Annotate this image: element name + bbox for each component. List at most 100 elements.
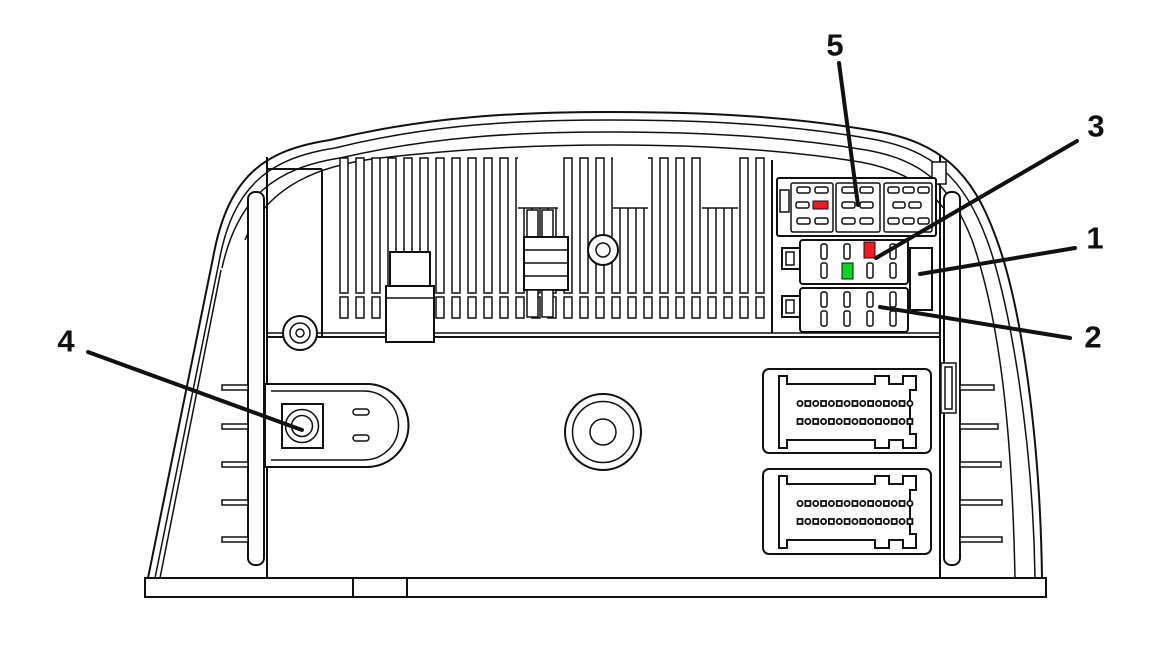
multipin-pin bbox=[820, 417, 828, 425]
block-cell-3 bbox=[883, 182, 933, 233]
multipin-pin bbox=[890, 499, 898, 507]
pin bbox=[959, 461, 1002, 468]
multipin-pin bbox=[890, 518, 898, 525]
multipin-pins bbox=[796, 399, 914, 425]
multipin-pin bbox=[851, 400, 859, 407]
multipin-pin bbox=[875, 499, 883, 507]
hub-inner bbox=[589, 418, 617, 446]
block-cell-2 bbox=[835, 182, 881, 233]
slot bbox=[796, 217, 811, 225]
heatsink-fin-foot bbox=[723, 296, 733, 319]
slot bbox=[859, 201, 874, 209]
multipin-pin bbox=[882, 400, 890, 407]
pin-slot bbox=[820, 310, 828, 327]
multipin-pin bbox=[804, 518, 812, 526]
pin bbox=[959, 499, 1003, 506]
multipin-pins bbox=[796, 499, 914, 526]
heatsink-fin-foot bbox=[579, 296, 589, 319]
heatsink-fin-foot bbox=[595, 296, 605, 319]
slot bbox=[908, 201, 922, 209]
pin-slot bbox=[866, 291, 874, 308]
pin-slot bbox=[889, 291, 897, 308]
housing-inner-slant-left bbox=[159, 269, 222, 579]
heatsink-fin-foot bbox=[659, 296, 669, 319]
housing-inner-curve-right bbox=[971, 239, 1016, 579]
multipin-pin bbox=[827, 499, 835, 507]
coded-pin-green bbox=[841, 262, 854, 280]
tab-slot bbox=[785, 251, 795, 266]
heatsink-details bbox=[385, 156, 738, 343]
callout-label-1: 1 bbox=[1086, 221, 1103, 256]
leader-line-5 bbox=[837, 61, 860, 207]
heatsink-fin-foot bbox=[499, 296, 509, 319]
boss-ring-outer bbox=[282, 315, 318, 351]
slot bbox=[917, 217, 930, 225]
pin-slot bbox=[820, 243, 828, 260]
heatsink-fin-foot bbox=[691, 296, 701, 319]
antenna-mount-inner bbox=[271, 390, 400, 461]
multipin-pin bbox=[906, 399, 914, 407]
multipin-pin bbox=[898, 400, 906, 407]
multipin-pin bbox=[804, 500, 812, 507]
multipin-pin bbox=[875, 418, 882, 425]
housing-inner-arc-3 bbox=[244, 144, 956, 241]
heatsink-fin-foot bbox=[371, 296, 381, 319]
heatsink-fin bbox=[435, 157, 445, 294]
pin-slot bbox=[843, 291, 851, 308]
heatsink-screw-inner bbox=[595, 242, 611, 258]
callout-label-2: 2 bbox=[1084, 320, 1101, 355]
heatsink-fin-foot bbox=[435, 296, 445, 319]
tab-slot bbox=[785, 299, 795, 314]
multipin-pin bbox=[851, 417, 859, 425]
multipin-pin bbox=[882, 500, 890, 507]
heatsink-fin-foot bbox=[467, 296, 477, 319]
multipin-pin bbox=[890, 399, 898, 407]
multipin-pin bbox=[804, 417, 812, 425]
heatsink-fin-foot bbox=[483, 296, 493, 319]
heatsink-fin bbox=[499, 157, 509, 294]
slot bbox=[814, 186, 829, 194]
multipin-shell bbox=[778, 375, 917, 449]
heatsink-fin bbox=[675, 157, 685, 294]
heatsink-screw-outer bbox=[587, 234, 619, 266]
multipin-shell bbox=[778, 475, 917, 549]
slot bbox=[917, 186, 930, 194]
slot bbox=[859, 186, 874, 194]
heatsink-fin bbox=[659, 157, 669, 294]
multipin-pin bbox=[812, 399, 820, 407]
heatsink-fin-foot bbox=[739, 296, 749, 319]
multipin-outline bbox=[762, 368, 932, 454]
multipin-pin bbox=[859, 499, 867, 507]
slot bbox=[859, 217, 874, 225]
coded-pin-red bbox=[863, 241, 876, 259]
multipin-pin bbox=[843, 499, 851, 507]
slide-clip-lower bbox=[385, 285, 435, 343]
multipin-pin bbox=[812, 518, 820, 525]
screw-boss-left bbox=[282, 315, 318, 351]
right-top-clip-inner bbox=[944, 366, 953, 410]
upper-quadlock-connector bbox=[781, 239, 909, 285]
heatsink-fin-foot bbox=[515, 296, 525, 319]
heatsink-fin bbox=[467, 157, 477, 294]
multipin-pin bbox=[843, 518, 851, 525]
multipin-pin bbox=[796, 499, 804, 507]
multipin-pin bbox=[804, 400, 812, 407]
multipin-pin bbox=[867, 417, 875, 425]
center-bracket-stub-tl bbox=[526, 209, 539, 238]
multipin-pin bbox=[890, 418, 898, 425]
pin-slot bbox=[820, 291, 828, 308]
multipin-pin bbox=[835, 417, 843, 425]
block-tab bbox=[779, 189, 790, 213]
multipin-pin bbox=[843, 418, 851, 425]
multipin-pin bbox=[827, 399, 835, 407]
center-bracket-stub-tr bbox=[541, 209, 554, 238]
heatsink-fin bbox=[451, 157, 461, 294]
multipin-pin bbox=[820, 400, 827, 407]
multipin-pin bbox=[906, 418, 914, 425]
pin-slot bbox=[889, 310, 897, 327]
heatsink-fin bbox=[579, 157, 589, 294]
multipin-pin bbox=[820, 518, 828, 526]
center-bracket-stub-bl bbox=[526, 289, 539, 318]
multipin-pin bbox=[867, 500, 875, 507]
